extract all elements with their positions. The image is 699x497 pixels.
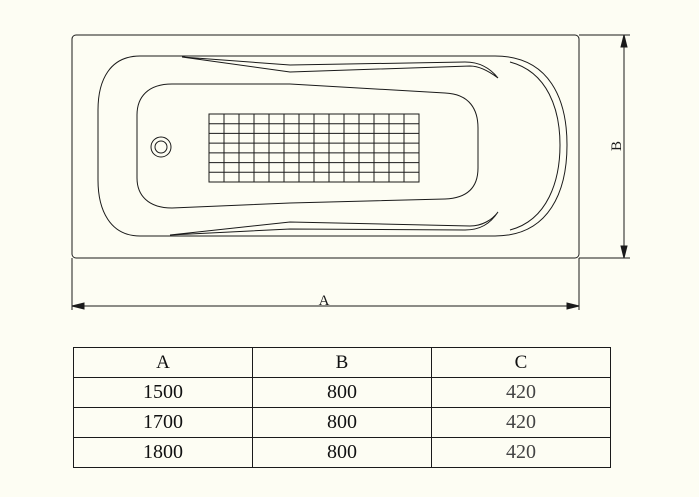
- dimension-b: [579, 34, 630, 259]
- dimension-table: A B C 1500 800 420 1700 800 420 1800 800…: [73, 347, 611, 468]
- tub-outer-rim: [71, 34, 580, 259]
- dimension-a-label: A: [319, 293, 330, 309]
- tub-basin-outline: [97, 55, 568, 237]
- table-row: 1700 800 420: [73, 407, 611, 438]
- armrest-contour-top: [181, 56, 499, 79]
- drain-inner: [154, 140, 168, 154]
- drain-outer: [150, 136, 172, 158]
- table-cell-b: 800: [252, 407, 432, 438]
- table-header-a: A: [73, 347, 253, 378]
- table-cell-c: 420: [431, 437, 611, 468]
- table-cell-a: 1500: [73, 377, 253, 408]
- tub-inner-floor: [136, 83, 479, 209]
- dimension-a: [71, 258, 580, 310]
- table-row: 1500 800 420: [73, 377, 611, 408]
- table-header-b: B: [252, 347, 432, 378]
- table-cell-a: 1700: [73, 407, 253, 438]
- armrest-contour-bottom: [169, 211, 499, 236]
- dimension-b-label: B: [609, 141, 625, 151]
- backrest-contour: [509, 61, 561, 231]
- table-cell-b: 800: [252, 437, 432, 468]
- table-cell-c: 420: [431, 377, 611, 408]
- table-header-c: C: [431, 347, 611, 378]
- table-cell-a: 1800: [73, 437, 253, 468]
- table-row: 1800 800 420: [73, 437, 611, 468]
- anti-slip-grid: [208, 113, 420, 183]
- table-cell-c: 420: [431, 407, 611, 438]
- table-header-row: A B C: [73, 347, 611, 378]
- table-cell-b: 800: [252, 377, 432, 408]
